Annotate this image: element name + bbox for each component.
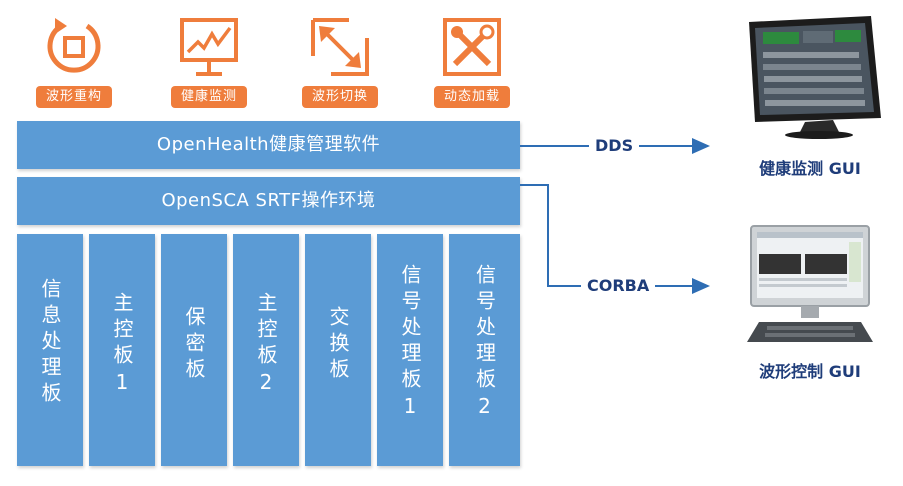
feature-waveform-reconstruct: 波形重构 [26,14,122,108]
feature-label: 波形切换 [301,86,378,108]
waveform-control-computer-icon [747,225,873,342]
board-security: 保密板 [161,234,227,466]
health-monitor-screen-icon [749,16,881,139]
waveform-control-gui-label: 波形控制 GUI [759,362,861,381]
board-signal-processing-1: 信号处理板1 [377,234,443,466]
board-main-control-1: 主控板1 [89,234,155,466]
board-signal-processing-2: 信号处理板2 [449,234,520,466]
board-info-processing: 信息处理板 [17,234,83,466]
health-monitor-gui-label: 健康监测 GUI [759,159,861,178]
refresh-square-icon [47,18,101,73]
corba-label: CORBA [581,277,656,295]
openhealth-layer: OpenHealth健康管理软件 [17,121,520,169]
feature-dynamic-load: 动态加载 [424,14,520,108]
tools-icon [443,18,501,76]
dds-label: DDS [589,137,640,155]
feature-label: 健康监测 [170,86,247,108]
feature-health-monitor: 健康监测 [161,14,257,108]
expand-arrows-icon [311,18,369,76]
feature-label: 波形重构 [35,86,112,108]
feature-waveform-switch: 波形切换 [292,14,388,108]
board-main-control-2: 主控板2 [233,234,299,466]
monitor-chart-icon [180,18,238,76]
opensca-layer: OpenSCA SRTF操作环境 [17,177,520,225]
board-switch: 交换板 [305,234,371,466]
feature-label: 动态加载 [433,86,510,108]
